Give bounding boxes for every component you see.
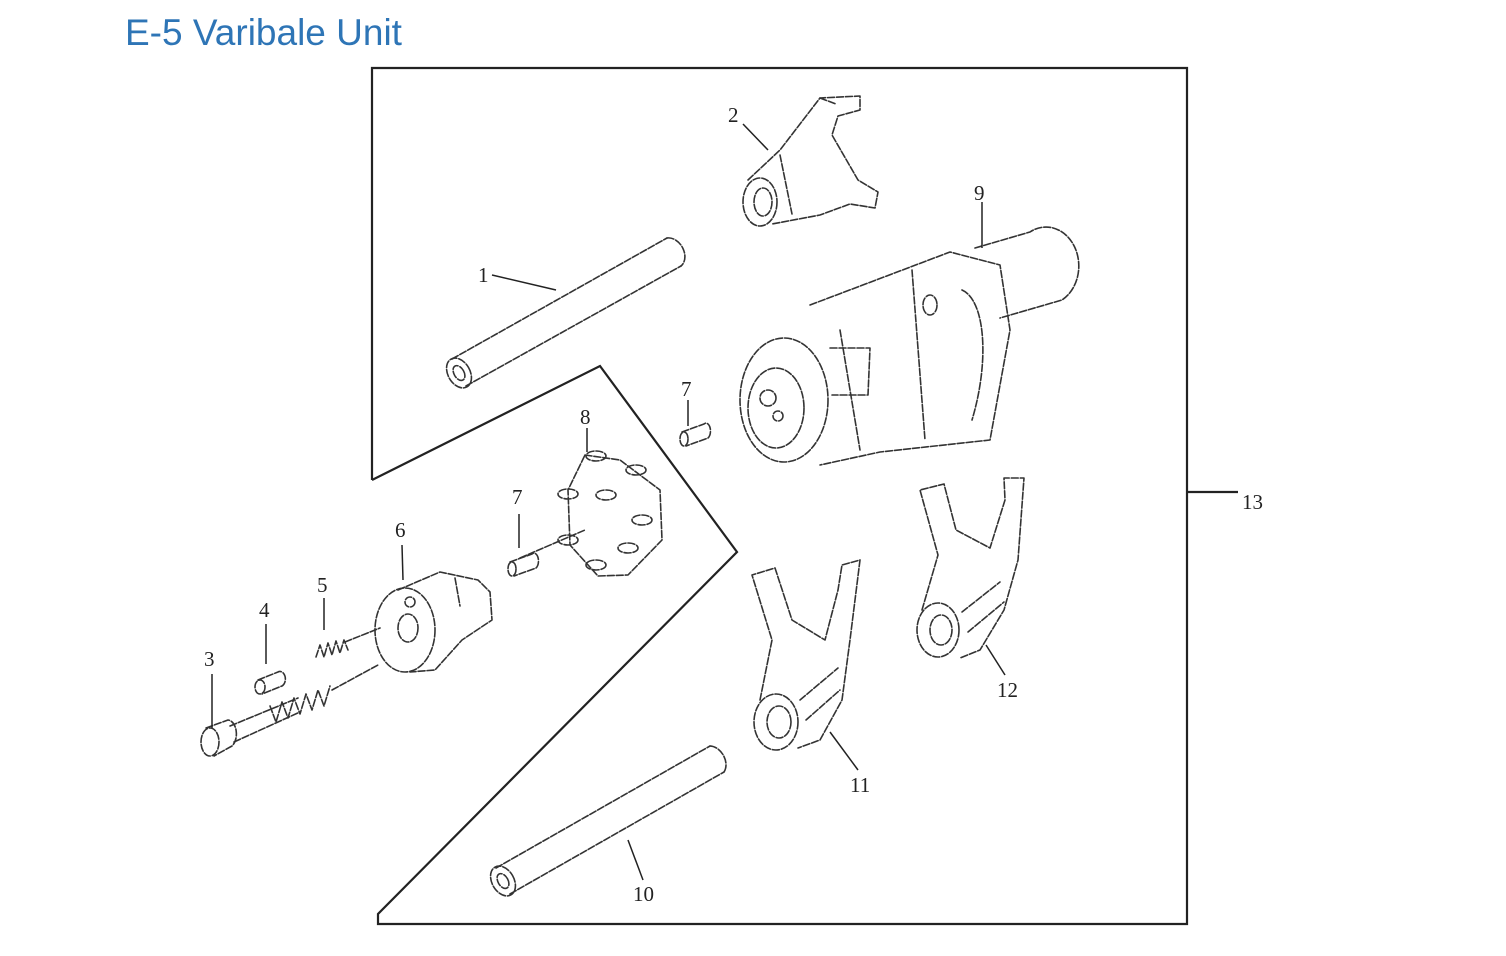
part-shift-drum-9 bbox=[739, 226, 1080, 466]
part-shift-fork-11 bbox=[751, 559, 861, 751]
part-detent-4 bbox=[254, 670, 287, 695]
leader-1 bbox=[491, 274, 557, 291]
leader-12 bbox=[985, 644, 1006, 676]
callout-9: 9 bbox=[974, 181, 985, 205]
part-shaft-1 bbox=[445, 237, 686, 389]
part-pin-plate-8 bbox=[519, 450, 663, 577]
part-bolt-3 bbox=[200, 664, 379, 757]
callout-10: 10 bbox=[633, 882, 654, 906]
part-pin-7-upper bbox=[679, 422, 712, 447]
callout-2: 2 bbox=[728, 103, 739, 127]
callout-12: 12 bbox=[997, 678, 1018, 702]
leader-2 bbox=[742, 123, 769, 151]
callout-7-upper: 7 bbox=[681, 377, 692, 401]
part-spring-5 bbox=[315, 627, 381, 658]
leader-11 bbox=[829, 731, 859, 771]
callout-11: 11 bbox=[850, 773, 870, 797]
part-cam-6 bbox=[374, 571, 493, 673]
page-title: E-5 Varibale Unit bbox=[125, 12, 402, 53]
leader-6 bbox=[401, 544, 404, 581]
part-shift-fork-12 bbox=[916, 477, 1025, 659]
callout-1: 1 bbox=[478, 263, 489, 287]
callout-8: 8 bbox=[580, 405, 591, 429]
part-shaft-10 bbox=[489, 745, 727, 897]
callout-13: 13 bbox=[1242, 490, 1263, 514]
part-pin-7-lower bbox=[507, 552, 540, 577]
callout-4: 4 bbox=[259, 598, 270, 622]
callout-7-lower: 7 bbox=[512, 485, 523, 509]
callout-3: 3 bbox=[204, 647, 215, 671]
callout-5: 5 bbox=[317, 573, 328, 597]
assembly-outline bbox=[370, 66, 1189, 926]
callout-6: 6 bbox=[395, 518, 406, 542]
leader-10 bbox=[627, 839, 644, 881]
part-shift-fork-2 bbox=[742, 95, 879, 227]
